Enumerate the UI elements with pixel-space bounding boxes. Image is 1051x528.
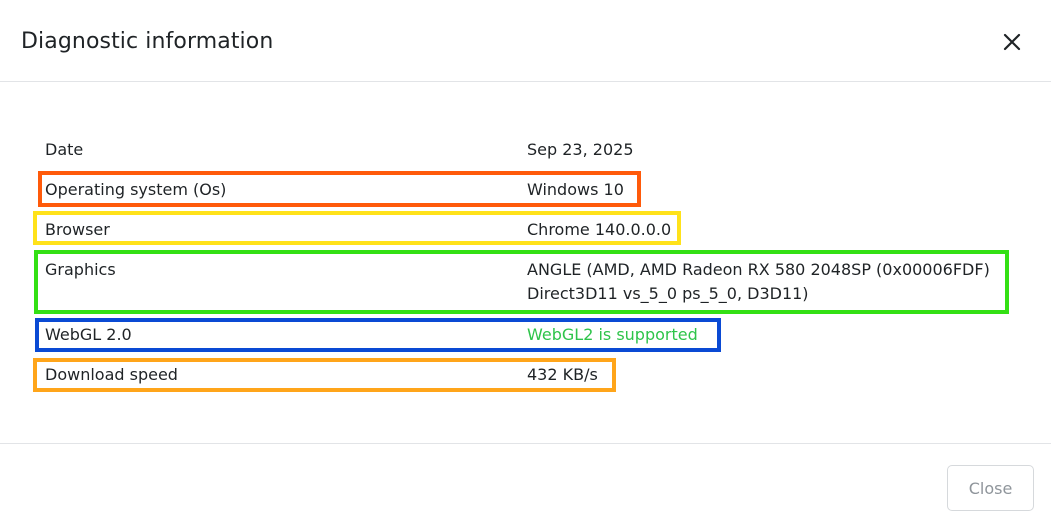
diagnostic-info-list: Date Sep 23, 2025 Operating system (Os) … [0,83,1051,443]
info-value: ANGLE (AMD, AMD Radeon RX 580 2048SP (0x… [527,260,990,303]
dialog-title: Diagnostic information [21,29,274,54]
info-label: Date [45,140,84,159]
close-button[interactable]: Close [947,465,1034,511]
close-icon[interactable] [996,26,1028,58]
info-label: WebGL 2.0 [45,325,132,344]
dialog-header: Diagnostic information [0,0,1051,82]
info-value: 432 KB/s [527,365,598,384]
info-label: Graphics [45,260,116,279]
info-label: Browser [45,220,110,239]
dialog-footer: Close [0,443,1051,528]
info-label: Download speed [45,365,178,384]
info-label: Operating system (Os) [45,180,227,199]
info-value: Chrome 140.0.0.0 [527,220,672,239]
info-value: Windows 10 [527,180,624,199]
info-value: Sep 23, 2025 [527,140,634,159]
webgl-status: WebGL2 is supported [527,325,698,344]
